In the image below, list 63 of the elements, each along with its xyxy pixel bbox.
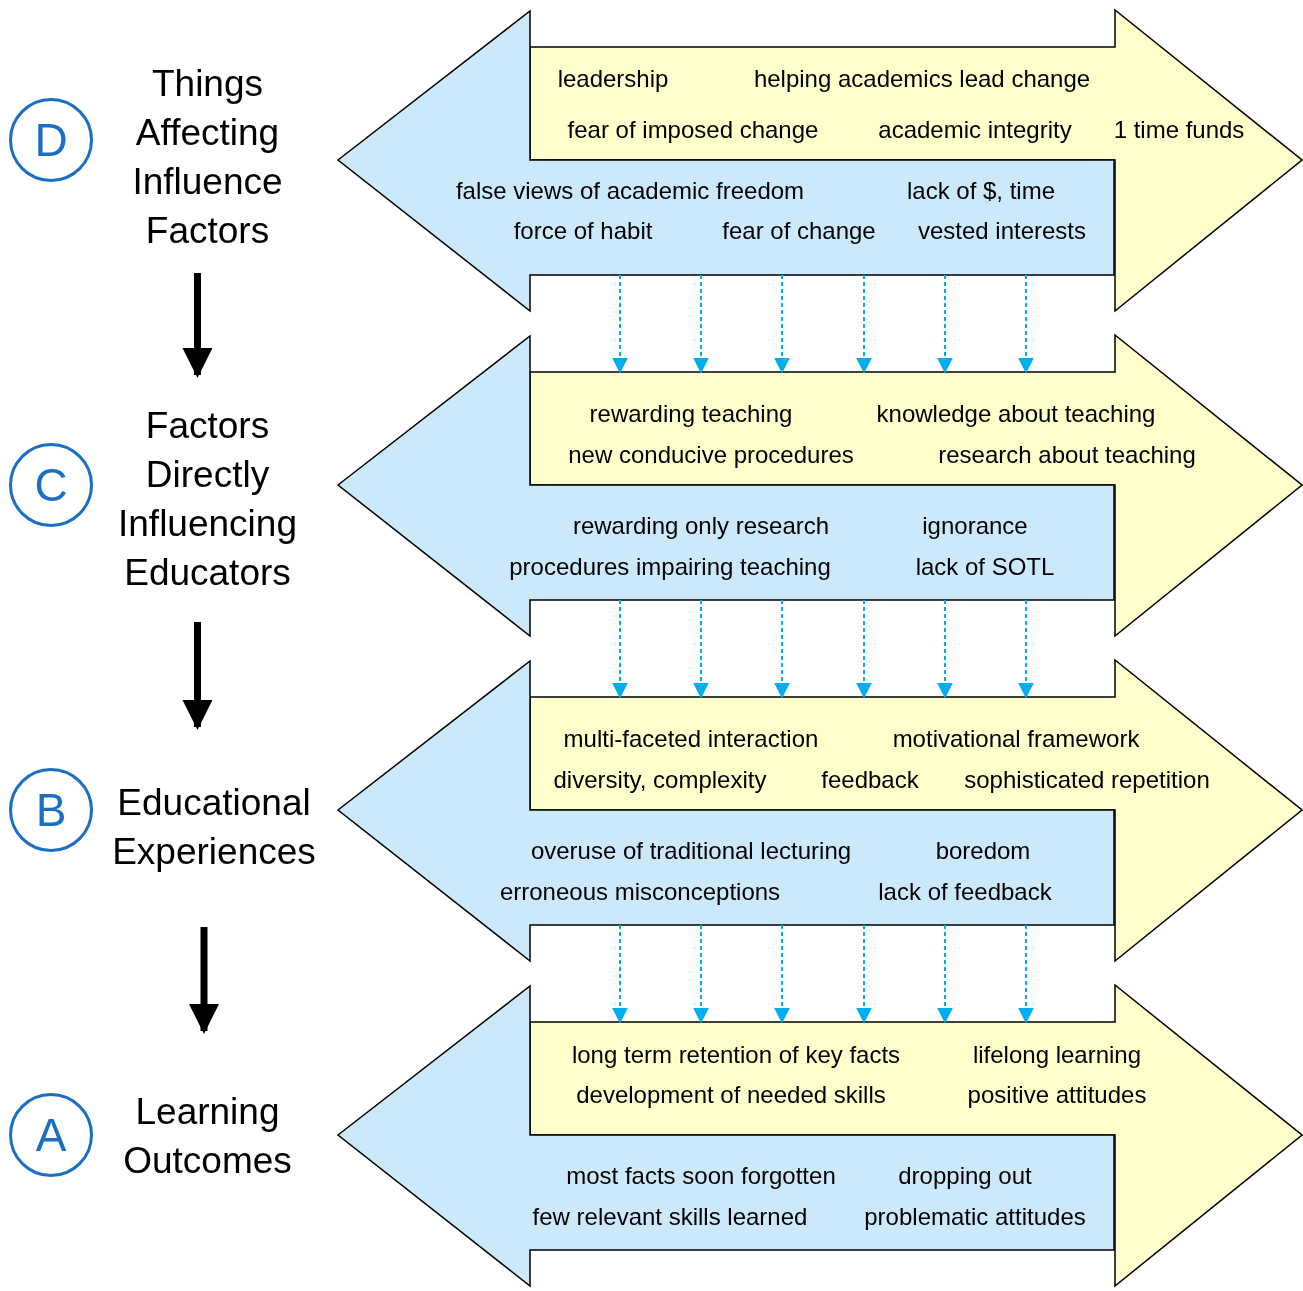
factor-text: procedures impairing teaching	[509, 553, 831, 581]
factor-text: ignorance	[922, 512, 1028, 540]
factor-text: motivational framework	[892, 725, 1140, 753]
factor-text: force of habit	[513, 217, 653, 245]
factor-text: academic integrity	[878, 116, 1072, 144]
factor-text: 1 time funds	[1113, 116, 1245, 144]
arrow	[693, 599, 709, 699]
factor-text: multi-faceted interaction	[563, 725, 819, 753]
factor-text: positive attitudes	[967, 1081, 1147, 1109]
arrow	[937, 924, 953, 1024]
factor-text: leadership	[557, 65, 669, 93]
factor-text: rewarding teaching	[589, 400, 793, 428]
step-letter-circle: B	[9, 768, 93, 852]
stage-title: Educational Experiences	[111, 781, 317, 874]
factor-text: development of needed skills	[576, 1081, 886, 1109]
factor-text: overuse of traditional lecturing	[530, 837, 852, 865]
factor-text: few relevant skills learned	[532, 1203, 808, 1231]
factor-text: fear of imposed change	[567, 116, 819, 144]
factor-text: feedback	[821, 766, 919, 794]
factor-text: problematic attitudes	[864, 1203, 1086, 1231]
factor-text: knowledge about teaching	[876, 400, 1156, 428]
factor-text: lack of $, time	[906, 177, 1056, 205]
step-letter-circle: C	[9, 443, 93, 527]
stage-title: Learning Outcomes	[122, 1089, 293, 1183]
factor-text: long term retention of key facts	[571, 1041, 901, 1069]
arrow	[937, 274, 953, 374]
factor-text: helping academics lead change	[753, 65, 1091, 93]
arrow	[774, 924, 790, 1024]
factor-text: rewarding only research	[572, 512, 830, 540]
factor-text: vested interests	[917, 217, 1087, 245]
arrow	[612, 924, 628, 1024]
arrow	[1018, 274, 1034, 374]
stage-title: Factors Directly Influencing Educators	[117, 403, 298, 595]
arrow	[1018, 599, 1034, 699]
supporting-factor-band	[530, 985, 1303, 1287]
factor-text: sophisticated repetition	[964, 766, 1210, 794]
arrow	[937, 599, 953, 699]
factor-text: diversity, complexity	[553, 766, 767, 794]
factor-text: fear of change	[722, 217, 876, 245]
arrow	[693, 924, 709, 1024]
arrow	[612, 599, 628, 699]
hindering-factor-band	[337, 10, 1115, 312]
factor-text: most facts soon forgotten	[566, 1162, 836, 1190]
factor-text: new conducive procedures	[568, 441, 854, 469]
factor-text: research about teaching	[938, 441, 1196, 469]
factor-text: lack of feedback	[878, 878, 1052, 906]
step-letter-circle: A	[9, 1093, 93, 1177]
factor-text: lifelong learning	[972, 1041, 1142, 1069]
arrow	[856, 599, 872, 699]
arrow	[856, 924, 872, 1024]
arrow	[856, 274, 872, 374]
arrow	[774, 599, 790, 699]
arrow	[1018, 924, 1034, 1024]
factor-text: erroneous misconceptions	[499, 878, 781, 906]
arrow	[774, 274, 790, 374]
factor-text: lack of SOTL	[915, 553, 1055, 581]
factor-text: dropping out	[898, 1162, 1032, 1190]
step-letter-circle: D	[9, 98, 93, 182]
factor-text: false views of academic freedom	[455, 177, 805, 205]
arrow	[693, 274, 709, 374]
arrow	[612, 274, 628, 374]
stage-title: Things Affecting Influence Factors	[131, 61, 284, 253]
factor-text: boredom	[935, 837, 1031, 865]
